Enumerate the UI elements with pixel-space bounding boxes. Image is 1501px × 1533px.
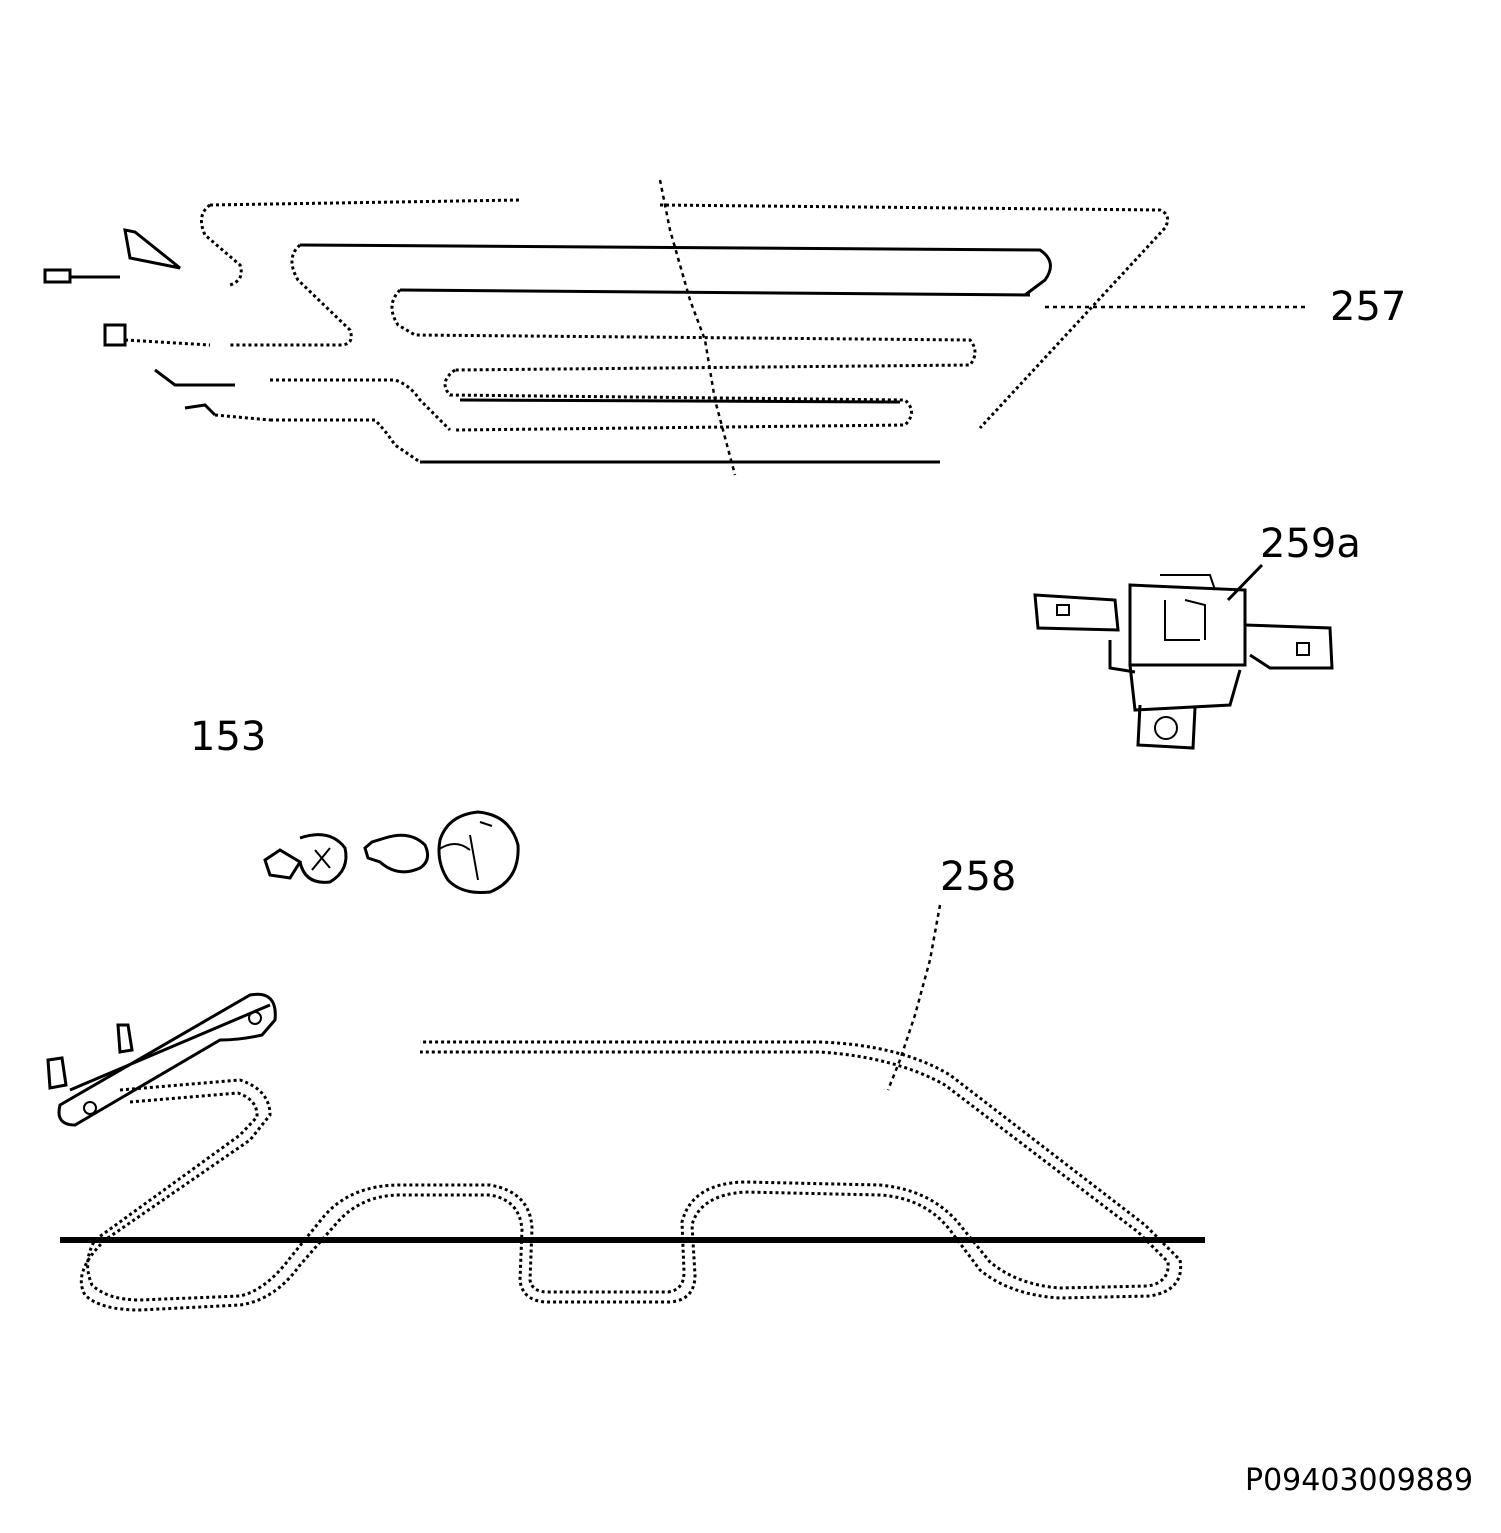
- top-grill-element: [43, 179, 1305, 476]
- callout-259a: 259a: [1260, 521, 1361, 567]
- drawing-code: P09403009889: [1245, 1463, 1473, 1498]
- callout-257: 257: [1330, 284, 1406, 330]
- bottom-heating-element: [46, 904, 1205, 1312]
- oven-lamp-assembly: [263, 810, 520, 894]
- thermostat-switch: [1033, 563, 1334, 750]
- callout-153: 153: [190, 714, 266, 760]
- callout-258: 258: [940, 854, 1016, 900]
